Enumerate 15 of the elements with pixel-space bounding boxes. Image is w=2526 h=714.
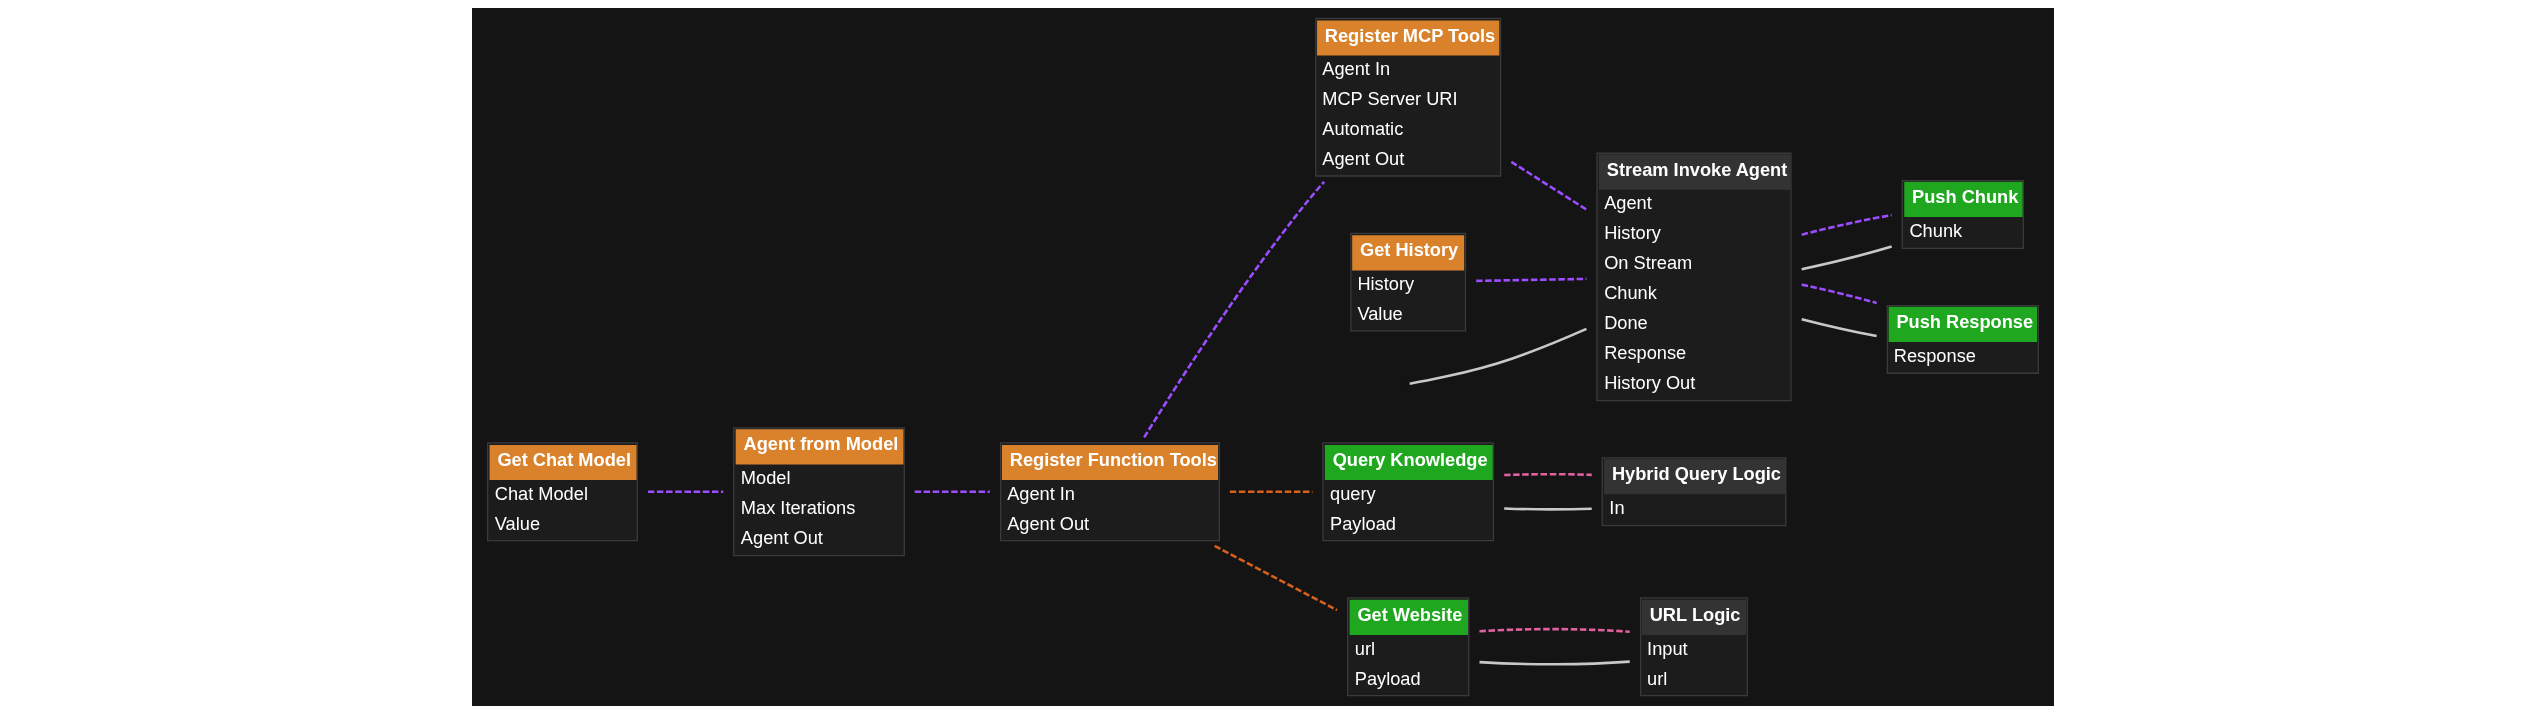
connector <box>1409 327 1587 385</box>
connector <box>914 490 990 494</box>
connector <box>1214 544 1338 612</box>
connector <box>1801 317 1877 338</box>
connector <box>1504 472 1592 477</box>
connector <box>1510 160 1588 211</box>
connector <box>1504 507 1592 511</box>
connector <box>648 490 724 494</box>
connector <box>1479 627 1630 634</box>
connector <box>1476 277 1587 283</box>
connector <box>1801 213 1892 236</box>
connector <box>1479 660 1630 666</box>
connector <box>1801 245 1892 271</box>
connector <box>1801 283 1877 305</box>
connector <box>1143 180 1326 439</box>
